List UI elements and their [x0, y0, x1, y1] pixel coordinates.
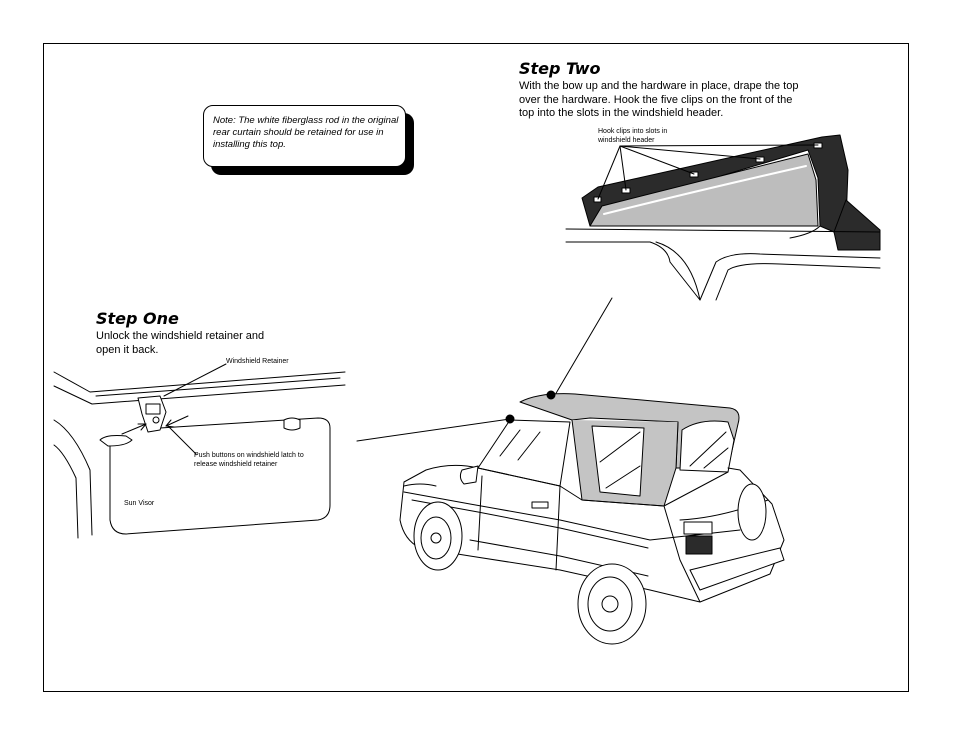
step-two-text: With the bow up and the hardware in plac…: [519, 80, 799, 119]
note-text: Note: The white fiberglass rod in the or…: [213, 115, 399, 150]
step-one-text: Unlock the windshield retainer and open …: [96, 330, 265, 356]
clips-callout-label: Hook clips into slots in windshield head…: [598, 128, 668, 144]
note-box: Note: The white fiberglass rod in the or…: [203, 105, 406, 167]
retainer-callout-label: Windshield Retainer: [226, 358, 289, 365]
connector-line-step-two: [554, 297, 613, 396]
callout-dot-windshield: [505, 414, 515, 424]
callout-dot-top: [546, 390, 556, 400]
windshield-header-illustration: [565, 134, 881, 301]
vehicle-illustration: [399, 393, 785, 645]
sun-visor-illustration: [53, 363, 346, 539]
sun-visor-label: Sun Visor: [124, 500, 155, 507]
step-one-title: Step One: [96, 309, 179, 328]
latch-buttons-callout-label: Push buttons on windshield latch to rele…: [194, 452, 304, 468]
step-two-title: Step Two: [519, 59, 601, 78]
connector-line-step-one: [356, 418, 511, 442]
page-border: [43, 43, 909, 692]
